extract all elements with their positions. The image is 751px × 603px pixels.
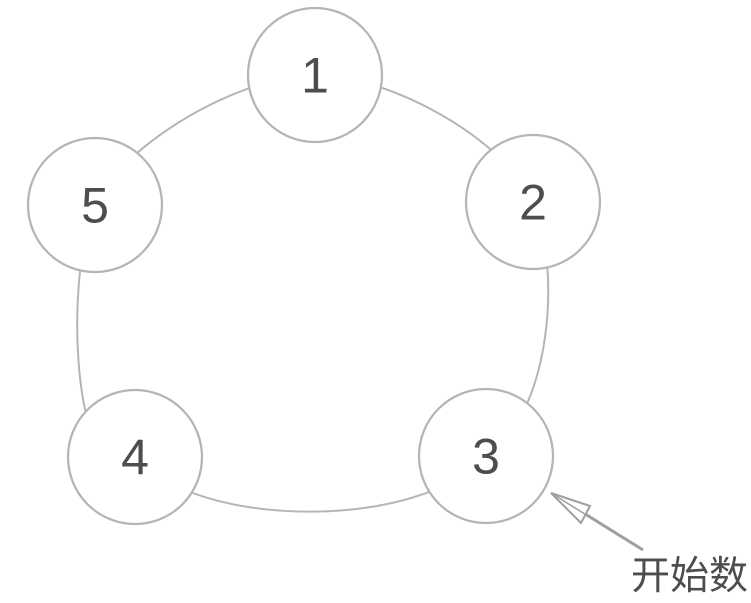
- node-5: 5: [26, 136, 164, 274]
- node-2-label: 2: [519, 175, 547, 231]
- node-3-label: 3: [472, 429, 500, 485]
- arrow-line: [585, 513, 644, 552]
- node-1-label: 1: [301, 48, 329, 104]
- node-1: 1: [246, 6, 384, 144]
- node-5-label: 5: [81, 178, 109, 234]
- node-5-circle: [26, 136, 164, 274]
- start-arrow: [550, 492, 644, 552]
- node-3: 3: [417, 387, 555, 525]
- arrow-head-fold-line: [550, 492, 586, 516]
- node-3-circle: [417, 387, 555, 525]
- node-2-circle: [464, 133, 602, 271]
- node-4: 4: [66, 388, 204, 526]
- node-1-circle: [246, 6, 384, 144]
- node-2: 2: [464, 133, 602, 271]
- start-label: 开始数: [631, 555, 748, 598]
- node-4-circle: [66, 388, 204, 526]
- node-4-label: 4: [121, 430, 149, 486]
